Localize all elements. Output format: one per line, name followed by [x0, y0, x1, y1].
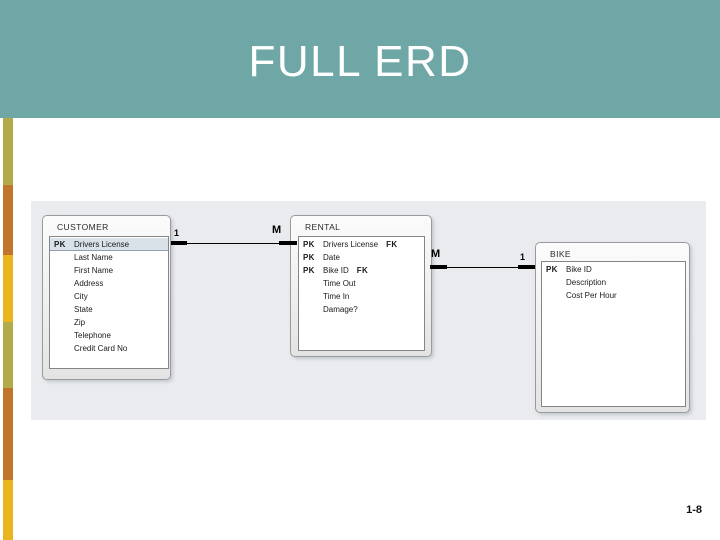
field-name: State: [74, 305, 93, 314]
field-row: PK Bike ID: [542, 263, 685, 276]
field-row: PK Drivers License: [50, 238, 168, 251]
cardinality-label-many: M: [272, 224, 282, 236]
field-name: First Name: [74, 266, 114, 275]
foreign-key-label: FK: [356, 266, 369, 275]
field-row: PK Date: [299, 251, 424, 264]
field-name: City: [74, 292, 88, 301]
stripe-segment: [3, 388, 13, 480]
field-name: Damage?: [323, 305, 358, 314]
relationship-line-rental-bike: [430, 267, 535, 268]
field-row: Time Out: [299, 277, 424, 290]
field-name: Last Name: [74, 253, 113, 262]
primary-key-label: PK: [546, 265, 558, 274]
relationship-end-tick: [171, 241, 187, 245]
field-row: Cost Per Hour: [542, 289, 685, 302]
field-name: Bike ID: [566, 265, 592, 274]
field-name: Drivers License: [323, 240, 379, 249]
field-name: Credit Card No: [74, 344, 128, 353]
stripe-segment: [3, 185, 13, 255]
field-row: Description: [542, 276, 685, 289]
field-row: Telephone: [50, 329, 168, 342]
slide-title: FULL ERD: [248, 37, 472, 86]
field-row: PK Drivers License FK: [299, 238, 424, 251]
field-row: PK Bike ID FK: [299, 264, 424, 277]
field-name: Description: [566, 278, 607, 287]
relationship-end-tick: [279, 241, 297, 245]
field-row: Address: [50, 277, 168, 290]
field-name: Bike ID: [323, 266, 349, 275]
relationship-line-customer-rental: [171, 243, 297, 244]
field-row: City: [50, 290, 168, 303]
field-name: Telephone: [74, 331, 111, 340]
field-row: Time In: [299, 290, 424, 303]
field-name: Date: [323, 253, 340, 262]
primary-key-label: PK: [303, 240, 315, 249]
cardinality-label-many: M: [431, 248, 441, 260]
table-title-rental: RENTAL: [305, 222, 341, 232]
field-row: Zip: [50, 316, 168, 329]
foreign-key-label: FK: [386, 240, 398, 249]
cardinality-label-one: 1: [520, 252, 526, 262]
stripe-segment: [3, 480, 13, 540]
primary-key-label: PK: [303, 253, 315, 262]
stripe-segment: [3, 255, 13, 322]
left-accent-stripe: [3, 118, 13, 540]
table-title-bike: BIKE: [550, 249, 571, 259]
header-band: FULL ERD: [0, 0, 720, 118]
field-name: Cost Per Hour: [566, 291, 617, 300]
cardinality-label-one: 1: [174, 228, 180, 238]
field-row: State: [50, 303, 168, 316]
field-name: Time In: [323, 292, 350, 301]
relationship-end-tick: [518, 265, 535, 269]
field-row: Credit Card No: [50, 342, 168, 355]
table-title-customer: CUSTOMER: [57, 222, 109, 232]
field-row: First Name: [50, 264, 168, 277]
field-name: Time Out: [323, 279, 356, 288]
primary-key-label: PK: [303, 266, 315, 275]
field-row: Last Name: [50, 251, 168, 264]
page-number: 1-8: [686, 504, 702, 516]
stripe-segment: [3, 322, 13, 388]
field-row: Damage?: [299, 303, 424, 316]
field-name: Drivers License: [74, 240, 130, 249]
primary-key-label: PK: [54, 240, 66, 249]
stripe-segment: [3, 118, 13, 185]
field-name: Address: [74, 279, 104, 288]
field-name: Zip: [74, 318, 86, 327]
relationship-end-tick: [430, 265, 447, 269]
